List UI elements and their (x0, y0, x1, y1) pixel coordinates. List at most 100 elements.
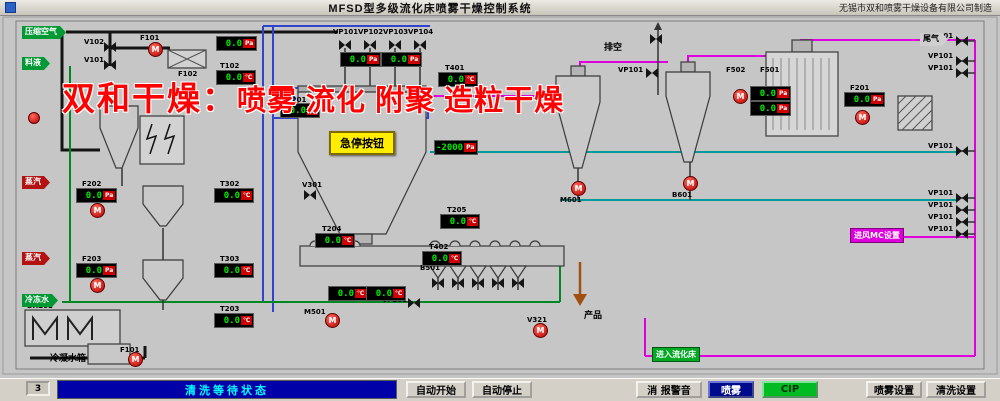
page-selector[interactable]: 3 (26, 381, 50, 396)
pump-m501-icon[interactable]: M (325, 313, 340, 328)
pump-label-m601: M601 (560, 196, 582, 204)
valve-label-vpr-4: VP101 (928, 142, 954, 150)
valve-label-vpr-5: VP101 (928, 189, 954, 197)
clean-settings-button[interactable]: 清洗设置 (926, 381, 986, 398)
pump-f101-bottom-icon[interactable]: M (128, 352, 143, 367)
to-bed-badge: 进入流化床 (652, 347, 700, 362)
feed-steam-1: 蒸汽 (22, 176, 50, 189)
display-label-t203: T203 (220, 305, 240, 313)
display-t401: 0.0℃ (438, 72, 479, 87)
auto-stop-button[interactable]: 自动停止 (472, 381, 532, 398)
electrostatic-filter (139, 115, 185, 165)
valve-vp104[interactable] (414, 40, 426, 50)
display-label-t401: T401 (445, 64, 465, 72)
feed-steam-2: 蒸汽 (22, 252, 50, 265)
valve-label-vpr-7: VP101 (928, 213, 954, 221)
wet-scrubber-cyclone (99, 105, 139, 169)
valve-vpr-6[interactable] (956, 205, 968, 215)
label-f502: F502 (726, 66, 746, 74)
valve-vpr-2[interactable] (956, 56, 968, 66)
vent-valve[interactable] (650, 34, 662, 44)
valve-vpr-4[interactable] (956, 146, 968, 156)
vent-arrow (654, 22, 662, 30)
cyclone-right (665, 61, 711, 163)
pump-f201-icon[interactable]: M (855, 110, 870, 125)
valve-label-vp101-mid: VP101 (618, 66, 644, 74)
watermark-brand: 双和干燥： (62, 80, 237, 117)
pump-f202-icon[interactable]: M (90, 203, 105, 218)
display-bed1: 0.0℃ (328, 286, 369, 301)
auto-start-button[interactable]: 自动开始 (406, 381, 466, 398)
display-label-t303: T303 (220, 255, 240, 263)
valve-label-vpr-2: VP101 (928, 52, 954, 60)
bed-valve-1[interactable] (432, 278, 444, 288)
outer-frame (2, 16, 998, 375)
bed-valve-2[interactable] (452, 278, 464, 288)
valve-vp201[interactable] (408, 298, 420, 308)
display-label-f202: F202 (82, 180, 102, 188)
display-label-f203: F203 (82, 255, 102, 263)
bed-valve-3[interactable] (472, 278, 484, 288)
cip-button[interactable]: CIP (762, 381, 818, 398)
heater-label-f102: F102 (178, 70, 198, 78)
exhaust-filter-box (897, 95, 933, 131)
label-f201: F201 (850, 84, 870, 92)
pump-v321-icon[interactable]: M (533, 323, 548, 338)
valve-v301[interactable] (304, 190, 316, 200)
display-t402: 0.0℃ (422, 251, 463, 266)
valve-vp101-mid[interactable] (646, 68, 658, 78)
feed-cyclone-upper (142, 185, 184, 227)
pump-label-f101-bottom: F101 (120, 346, 140, 354)
valve-v101[interactable] (104, 60, 116, 70)
fan-setting-badge[interactable]: 进风MC设置 (850, 228, 904, 243)
valve-vp101[interactable] (339, 40, 351, 50)
display-t205: 0.0℃ (440, 214, 481, 229)
valve-label-vpr-8: VP101 (928, 225, 954, 233)
valve-vpr-8[interactable] (956, 229, 968, 239)
condensate-tank-label: 冷凝水箱 (50, 354, 87, 364)
emergency-stop-button[interactable]: 急停按钮 (329, 131, 395, 155)
pump-f502-icon[interactable]: M (733, 89, 748, 104)
pump-b601-icon[interactable]: M (683, 176, 698, 191)
pump-f203-icon[interactable]: M (90, 278, 105, 293)
display-bed2: 0.0℃ (366, 286, 407, 301)
watermark-slogan: 喷雾 流化 附聚 造粒干燥 (237, 85, 565, 117)
product-line (573, 262, 587, 306)
bh201-heat-exchanger (24, 309, 121, 347)
drying-tower (297, 85, 427, 245)
valve-vp102[interactable] (364, 40, 376, 50)
display-label-t204: T204 (322, 225, 342, 233)
bed-valve-5[interactable] (512, 278, 524, 288)
valve-label-vp102: VP102 (358, 28, 384, 36)
valve-label-vpr-3: VP101 (928, 64, 954, 72)
display-t303: 0.0℃ (214, 263, 255, 278)
valve-vpr-1[interactable] (956, 36, 968, 46)
product-label: 产品 (584, 311, 603, 321)
feed-cyclone-lower (142, 259, 184, 301)
display-t102: 0.0℃ (216, 70, 257, 85)
cyclone-left (555, 65, 601, 169)
bed-valve-4[interactable] (492, 278, 504, 288)
valve-v102[interactable] (104, 42, 116, 52)
display-label-t201: T201 (287, 96, 307, 104)
valve-vp103[interactable] (389, 40, 401, 50)
valve-vpr-5[interactable] (956, 193, 968, 203)
spray-mode-button[interactable]: 喷雾 (708, 381, 754, 398)
valve-label-vp104: VP104 (408, 28, 434, 36)
pump-f101-top-icon[interactable]: M (148, 42, 163, 57)
mute-alarm-button[interactable]: 消 报警音 (636, 381, 702, 398)
title-bar: MFSD型多级流化床喷雾干燥控制系统 无锡市双和喷雾干燥设备有限公司制造 (0, 0, 1000, 16)
display-label-t102: T102 (220, 62, 240, 70)
pump-m601-icon[interactable]: M (571, 181, 586, 196)
pump-label-b601: B601 (672, 191, 692, 199)
feed-chilled-water: 冷冻水 (22, 294, 58, 307)
valve-label-v301: V301 (302, 181, 323, 189)
valve-vpr-7[interactable] (956, 217, 968, 227)
spray-settings-button[interactable]: 喷雾设置 (866, 381, 922, 398)
valve-vpr-3[interactable] (956, 68, 968, 78)
tail-gas-tag: 尾气 (920, 33, 948, 46)
